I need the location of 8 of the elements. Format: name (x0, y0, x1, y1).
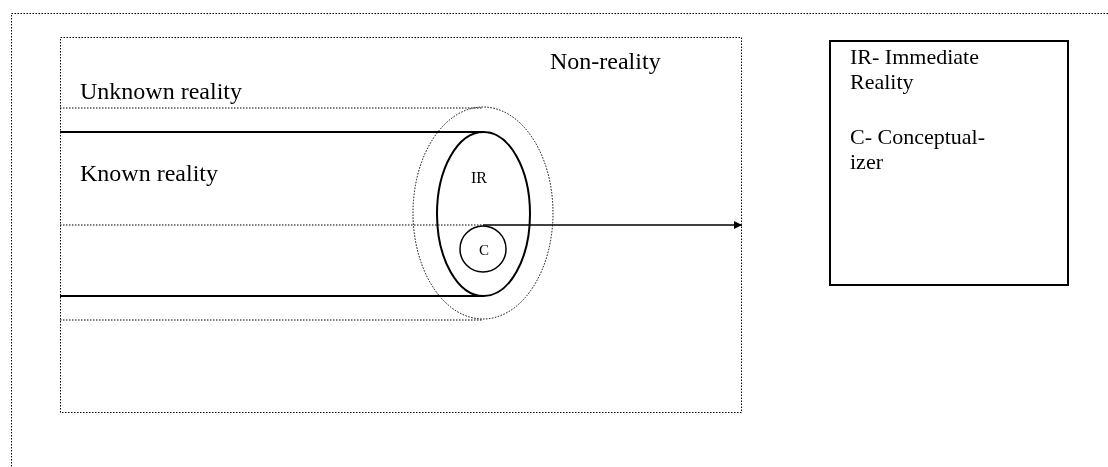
legend-text: C- Conceptual- izer (850, 124, 987, 175)
circle-label: C (479, 242, 489, 260)
region-label: Known reality (80, 160, 218, 188)
region-label: Unknown reality (80, 78, 242, 106)
ellipse-label: IR (471, 169, 487, 188)
region-label: Non-reality (550, 48, 661, 76)
legend-text: IR- Immediate Reality (850, 44, 980, 95)
arrow (482, 221, 743, 229)
